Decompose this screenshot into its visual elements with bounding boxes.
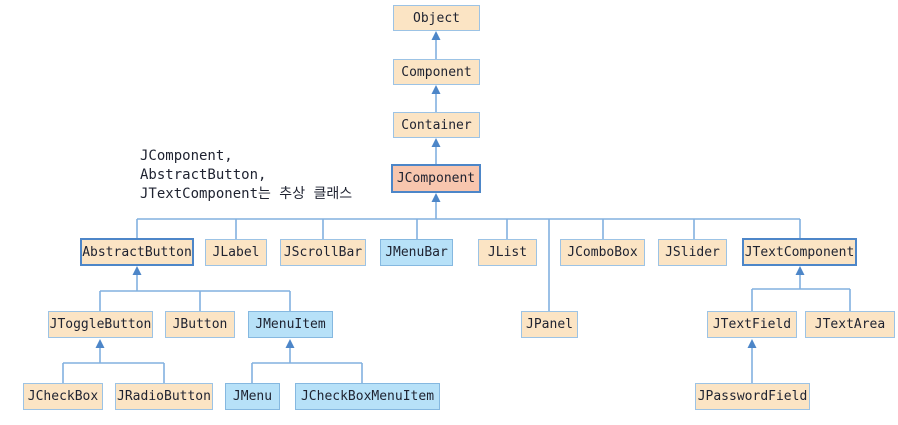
node-jmenu: JMenu bbox=[225, 383, 280, 410]
node-jtextfield: JTextField bbox=[707, 311, 797, 338]
node-jcheckboxmenuitem: JCheckBoxMenuItem bbox=[295, 383, 440, 410]
arrowheads bbox=[95, 31, 805, 348]
node-jtextcomponent: JTextComponent bbox=[742, 238, 857, 266]
node-jcheckbox: JCheckBox bbox=[23, 383, 103, 410]
node-jbutton: JButton bbox=[165, 311, 235, 338]
annotation-line-2: AbstractButton, bbox=[140, 167, 267, 183]
node-jlist: JList bbox=[478, 239, 537, 266]
node-jradiobutton: JRadioButton bbox=[115, 383, 213, 410]
node-jtogglebutton: JToggleButton bbox=[48, 311, 153, 338]
node-container: Container bbox=[393, 112, 480, 138]
node-jcombobox: JComboBox bbox=[560, 239, 645, 266]
node-jscrollbar: JScrollBar bbox=[280, 239, 366, 266]
node-abstractbutton: AbstractButton bbox=[80, 238, 194, 266]
node-object: Object bbox=[393, 5, 480, 31]
annotation-line-3: JTextComponent는 추상 클래스 bbox=[140, 186, 353, 202]
node-jlabel: JLabel bbox=[205, 239, 267, 266]
abstract-class-annotation: JComponent, AbstractButton, JTextCompone… bbox=[140, 147, 352, 204]
node-jpasswordfield: JPasswordField bbox=[695, 383, 810, 410]
annotation-line-1: JComponent, bbox=[140, 148, 233, 164]
node-jmenuitem: JMenuItem bbox=[248, 311, 333, 338]
node-jmenubar: JMenuBar bbox=[380, 239, 453, 266]
node-jslider: JSlider bbox=[658, 239, 727, 266]
node-jpanel: JPanel bbox=[521, 311, 578, 338]
node-jtextarea: JTextArea bbox=[805, 311, 895, 338]
node-jcomponent: JComponent bbox=[391, 164, 481, 193]
node-component: Component bbox=[393, 59, 480, 85]
